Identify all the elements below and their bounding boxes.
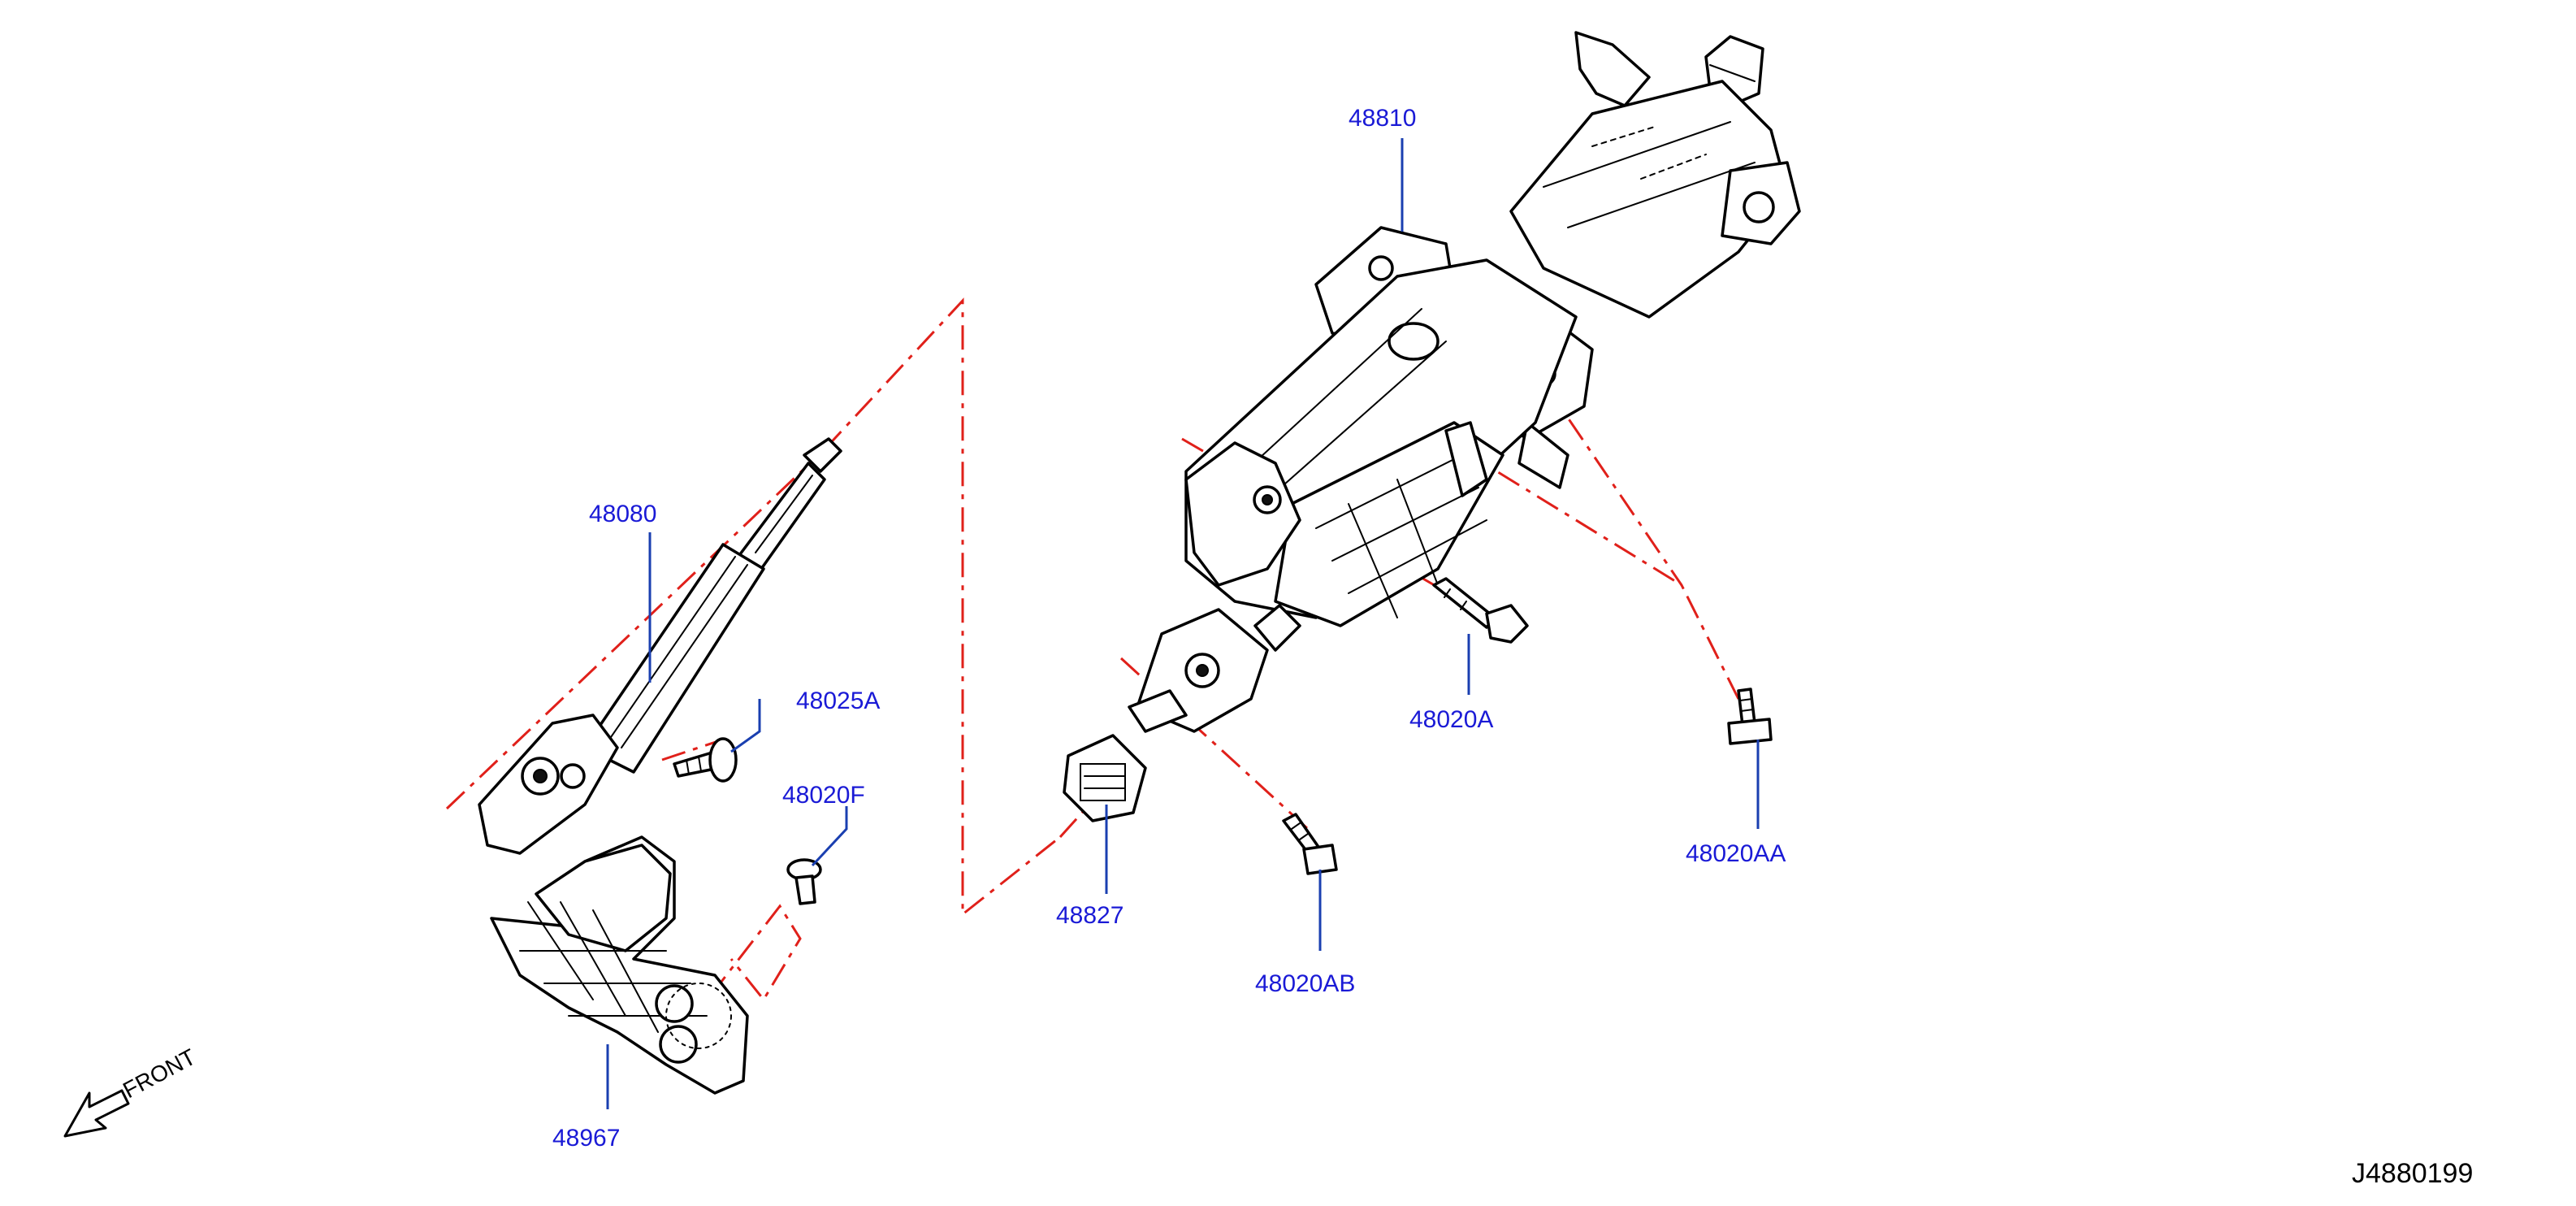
callout-48020AB: 48020AB	[1255, 970, 1355, 997]
front-direction-indicator: FRONT	[63, 1044, 200, 1138]
callouts: 48810 48080 48025A 48020F 48827 48020A 4…	[552, 105, 1786, 1152]
part-48080-lower-shaft	[478, 437, 842, 855]
front-arrow-icon	[63, 1089, 130, 1138]
part-48020A-bolt	[1432, 577, 1529, 644]
callout-48810: 48810	[1349, 105, 1416, 132]
part-48025A-bolt	[673, 737, 738, 783]
drawing-id: J4880199	[2352, 1158, 2473, 1189]
callout-48827: 48827	[1056, 902, 1123, 929]
part-48827-cover	[1063, 734, 1147, 822]
leader-lines	[606, 138, 1760, 1109]
front-label: FRONT	[119, 1044, 200, 1104]
part-48967-boot-cover	[490, 835, 749, 1095]
steering-column-assembly	[1184, 31, 1801, 652]
callout-48020F: 48020F	[782, 782, 865, 809]
universal-joint	[1128, 608, 1269, 733]
part-48020AA-bolt	[1727, 688, 1773, 745]
part-48020F-clip	[786, 858, 822, 905]
callout-48020A: 48020A	[1409, 706, 1493, 733]
part-48020AB-bolt	[1282, 813, 1338, 875]
callout-48020AA: 48020AA	[1686, 840, 1786, 867]
callout-48080: 48080	[589, 501, 656, 527]
callout-48967: 48967	[552, 1125, 620, 1152]
callout-48025A: 48025A	[796, 688, 880, 714]
